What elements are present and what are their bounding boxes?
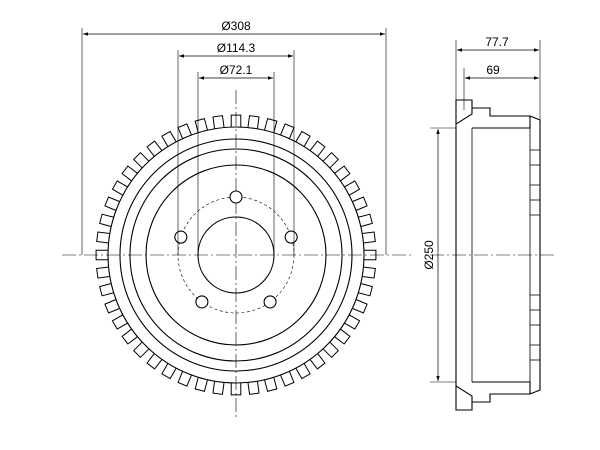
front-view [62,90,412,420]
tone-ring-tooth [99,282,114,297]
tone-ring-teeth [95,114,377,396]
tone-ring-tooth [212,115,225,129]
hub-face-circle [145,164,327,346]
bolt-hole [229,190,243,204]
tone-ring-tooth [121,165,138,182]
bolt-hole [195,295,209,309]
tone-ring-tooth [295,363,311,380]
tone-ring-tooth [146,353,163,370]
side-section-view [430,99,555,411]
tone-ring-tooth [309,140,326,157]
drum-open-end [529,115,541,395]
tone-ring-tooth [177,371,192,387]
tone-ring-tooth [212,381,225,395]
tone-ring-tooth [99,213,114,228]
tone-ring-tooth [161,130,177,147]
tone-ring-tooth [322,341,340,359]
tone-ring-tooth [104,196,120,211]
tone-ring-tooth [263,118,278,133]
tone-ring-tooth [161,363,177,380]
tone-ring-tooth [309,353,326,370]
tone-ring-tooth [111,314,128,330]
drum-braking-surface [129,148,343,362]
front-view-dimensions: Ø308 Ø114.3 Ø72.1 [81,19,387,255]
tone-ring-tooth [334,165,351,182]
bolt-circle-diameter-label: Ø114.3 [217,41,256,55]
tone-ring-tooth [352,299,368,314]
drum-bottom-wall [472,381,531,403]
tone-ring-tooth [132,341,150,359]
tone-ring-tooth [230,382,242,396]
bolt-hole [174,230,188,244]
side-tooth-ticks [530,149,540,361]
center-bore-diameter-label: Ø72.1 [220,63,253,77]
total-height-label: 77.7 [485,35,509,49]
tone-ring-tooth [363,249,377,261]
mounting-face-outline [455,99,473,411]
tone-ring-tooth [111,180,128,196]
tone-ring-tooth [104,299,120,314]
bolt-hole [263,295,277,309]
tone-ring-tooth [358,213,373,228]
tone-ring-tooth [362,231,376,244]
tone-ring-tooth [280,371,295,387]
tone-ring-tooth [96,231,110,244]
inner-diameter-label: Ø250 [422,240,436,270]
tone-ring-tooth [146,140,163,157]
tone-ring-tooth [194,118,209,133]
tone-ring-tooth [263,377,278,392]
tone-ring-tooth [230,114,242,128]
tone-ring-tooth [280,123,295,139]
tone-ring-tooth [194,377,209,392]
side-view-dimensions: 77.7 69 Ø250 [422,35,541,383]
tone-ring-tooth [96,266,110,279]
tone-ring-tooth [322,151,340,169]
tone-ring-tooth [362,266,376,279]
tone-ring-tooth [334,328,351,345]
tone-ring-tooth [177,123,192,139]
drum-outer-rim [119,138,353,372]
tone-ring-tooth [121,328,138,345]
tone-ring-tooth [247,381,260,395]
inner-height-label: 69 [486,63,500,77]
tone-ring-tooth [247,115,260,129]
tone-ring-tooth [295,130,311,147]
outer-diameter-label: Ø308 [221,19,251,33]
tone-ring-tooth [358,282,373,297]
tone-ring-tooth [344,314,361,330]
bolt-hole [284,230,298,244]
tone-ring-tooth [344,180,361,196]
tone-ring-tooth [132,151,150,169]
tone-ring-tooth [352,196,368,211]
tone-ring-tooth [95,249,109,261]
tone-ring-root-circle [107,126,365,384]
drum-top-wall [472,107,531,129]
